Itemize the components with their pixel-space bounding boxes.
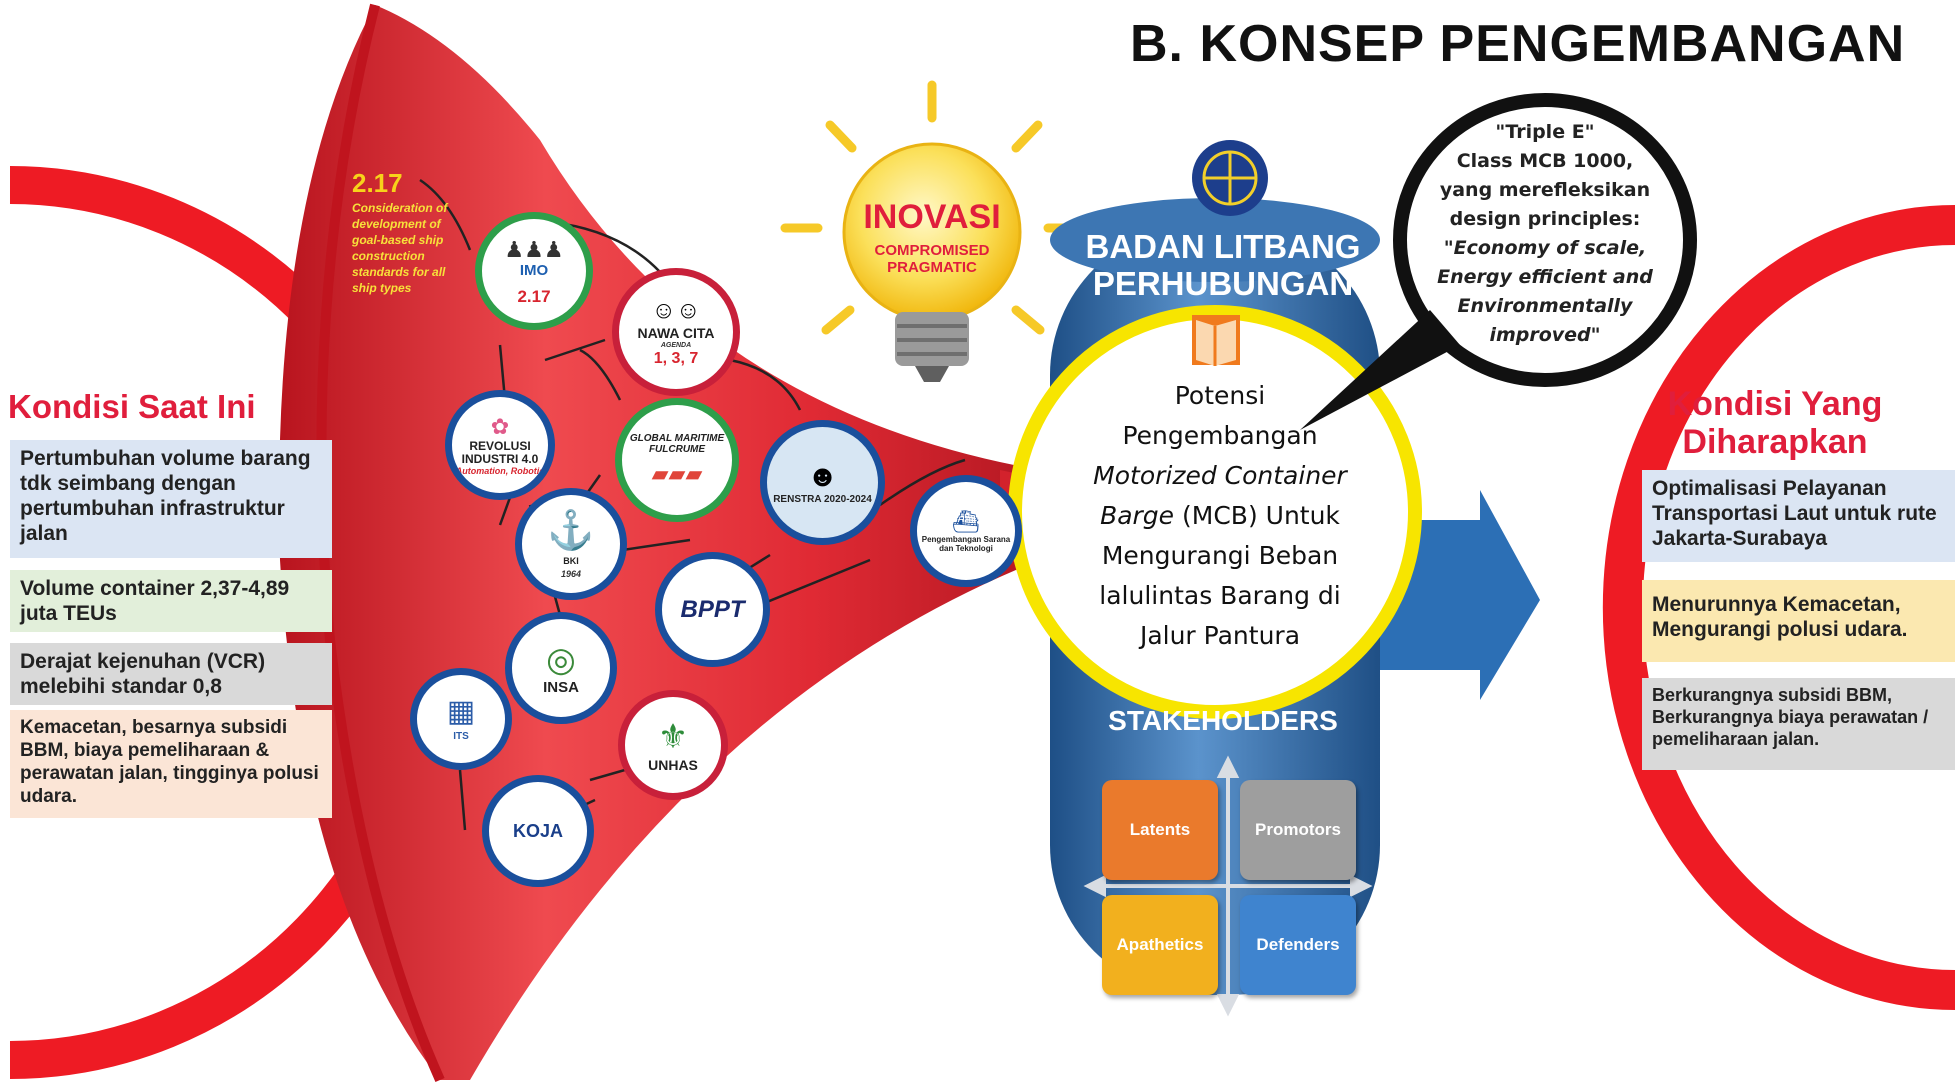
bubble-line5: "Economy of scale, — [1443, 237, 1647, 259]
ship-icon: ⛴ — [952, 509, 980, 534]
its-node: ▦ ITS — [410, 668, 512, 770]
bubble-line4: design principles: — [1449, 208, 1641, 230]
bubble-line3: yang merefleksikan — [1439, 179, 1651, 201]
litbang-heading-line2: PERHUBUNGAN — [1092, 265, 1354, 302]
mcb-text-line4: Barge (MCB) Untuk — [1060, 496, 1380, 536]
unhas-title: UNHAS — [648, 757, 698, 773]
litbang-logo — [1192, 140, 1268, 216]
quadrant-promotors: Promotors — [1240, 780, 1356, 880]
book-icon — [1192, 315, 1240, 366]
renstra-title: RENSTRA 2020-2024 — [773, 494, 872, 505]
puslitbang-node: ⛴ Pengembangan Sarana dan Teknologi — [910, 475, 1022, 587]
right-red-ring — [1602, 205, 1955, 1010]
quadrant-latents: Latents — [1102, 780, 1218, 880]
mcb-potential-text: Potensi Pengembangan Motorized Container… — [1060, 376, 1380, 656]
page-title: B. KONSEP PENGEMBANGAN — [1130, 15, 1906, 73]
anchor-icon: ⚓ — [547, 510, 595, 552]
litbang-heading: BADAN LITBANG PERHUBUNGAN — [1058, 228, 1388, 302]
insa-emblem-icon: ◎ — [546, 641, 576, 679]
bppt-node: BPPT — [655, 552, 770, 667]
stakeholders-label: STAKEHOLDERS — [1108, 705, 1338, 736]
its-logo-icon: ▦ — [446, 694, 476, 728]
blue-arrow — [1380, 490, 1540, 700]
innovation-subtitle: COMPROMISED PRAGMATIC — [874, 242, 990, 276]
bki-title: BKI — [563, 556, 579, 566]
minister-icon: ☻ — [806, 460, 839, 493]
insa-node: ◎ INSA — [505, 612, 617, 724]
revolusi-node: ✿ REVOLUSI INDUSTRI 4.0 Automation, Robo… — [445, 390, 555, 500]
gmf-node: GLOBAL MARITIME FULCRUME ▰▰▰ — [615, 398, 739, 522]
nawa-cita-sub: AGENDA — [660, 342, 692, 349]
bubble-line1: "Triple E" — [1495, 121, 1595, 143]
litbang-heading-line1: BADAN LITBANG — [1085, 228, 1361, 265]
puslitbang-title: Pengembangan Sarana dan Teknologi — [921, 535, 1011, 553]
bubble-line2: Class MCB 1000, — [1456, 150, 1634, 172]
funnel-body — [279, 5, 1040, 1080]
map-icon: ▰▰▰ — [651, 461, 703, 486]
imo-node-number: 2.17 — [517, 287, 551, 306]
stakeholder-axes — [1083, 755, 1373, 1017]
triple-e-text: "Triple E" Class MCB 1000, yang mereflek… — [1430, 118, 1660, 350]
expected-condition-item-1: Optimalisasi Pelayanan Transportasi Laut… — [1642, 470, 1955, 562]
nawa-cita-number: 1, 3, 7 — [653, 350, 699, 367]
people-icon: ♟♟♟ — [504, 237, 564, 262]
bppt-title: BPPT — [680, 595, 745, 623]
koja-title: KOJA — [512, 821, 563, 841]
speech-bubble — [1393, 93, 1697, 387]
imo-annotation-number: 2.17 — [352, 168, 403, 198]
mcb-text-line6: lalulintas Barang di — [1099, 581, 1341, 610]
innovation-title: INOVASI — [863, 198, 1001, 236]
expected-heading-line2: Diharapkan — [1682, 423, 1868, 461]
insa-title: INSA — [543, 679, 579, 696]
expected-condition-item-3: Berkurangnya subsidi BBM, Berkurangnya b… — [1642, 678, 1955, 770]
expected-condition-item-2: Menurunnya Kemacetan, Mengurangi polusi … — [1642, 580, 1955, 662]
unhas-emblem-icon: ⚜ — [657, 718, 689, 756]
mcb-text-line5: Mengurangi Beban — [1101, 541, 1339, 570]
renstra-node: ☻ RENSTRA 2020-2024 — [760, 420, 885, 545]
current-condition-item-2: Volume container 2,37-4,89 juta TEUs — [10, 570, 332, 632]
bubble-line7: Environmentally — [1457, 295, 1633, 317]
unhas-node: ⚜ UNHAS — [618, 690, 728, 800]
nawa-cita-node: ☺☺ NAWA CITA AGENDA 1, 3, 7 — [612, 268, 740, 396]
bki-year: 1964 — [560, 569, 582, 579]
gmf-title: GLOBAL MARITIME FULCRUME — [629, 433, 725, 455]
quadrant-apathetics: Apathetics — [1102, 895, 1218, 995]
network-icon: ✿ — [490, 414, 510, 439]
current-condition-item-3: Derajat kejenuhan (VCR) melebihi standar… — [10, 643, 332, 705]
mcb-text-line7: Jalur Pantura — [1139, 621, 1301, 650]
mcb-text-line4-italic: Barge — [1100, 501, 1175, 530]
koja-node: KOJA — [482, 775, 594, 887]
bki-node: ⚓ BKI 1964 — [515, 488, 627, 600]
mcb-text-line2: Pengembangan — [1122, 421, 1318, 450]
imo-annotation-text: Consideration of development of goal-bas… — [352, 201, 448, 295]
bubble-line6: Energy efficient and — [1437, 266, 1653, 288]
mcb-text-line4-rest: (MCB) Untuk — [1174, 501, 1340, 530]
current-condition-heading: Kondisi Saat Ini — [8, 388, 256, 425]
its-title: ITS — [453, 730, 469, 742]
mcb-text-line1: Potensi — [1174, 381, 1266, 410]
speech-bubble-tail — [1300, 310, 1460, 430]
revolusi-sub: Automation, Robotic — [455, 466, 545, 476]
current-condition-item-1: Pertumbuhan volume barang tdk seimbang d… — [10, 440, 332, 558]
leaders-icon: ☺☺ — [651, 297, 701, 324]
imo-node: ♟♟♟ IMO 2.17 — [475, 212, 593, 330]
expected-heading-line1: Kondisi Yang — [1667, 385, 1883, 423]
quadrant-defenders: Defenders — [1240, 895, 1356, 995]
current-condition-item-4: Kemacetan, besarnya subsidi BBM, biaya p… — [10, 710, 332, 818]
revolusi-title: REVOLUSI INDUSTRI 4.0 — [461, 439, 539, 466]
mcb-text-line3: Motorized Container — [1093, 461, 1347, 490]
expected-condition-heading: Kondisi Yang Diharapkan — [1640, 385, 1910, 461]
bubble-line8: improved" — [1489, 324, 1601, 346]
imo-node-title: IMO — [519, 262, 549, 279]
nawa-cita-title: NAWA CITA — [637, 325, 715, 341]
